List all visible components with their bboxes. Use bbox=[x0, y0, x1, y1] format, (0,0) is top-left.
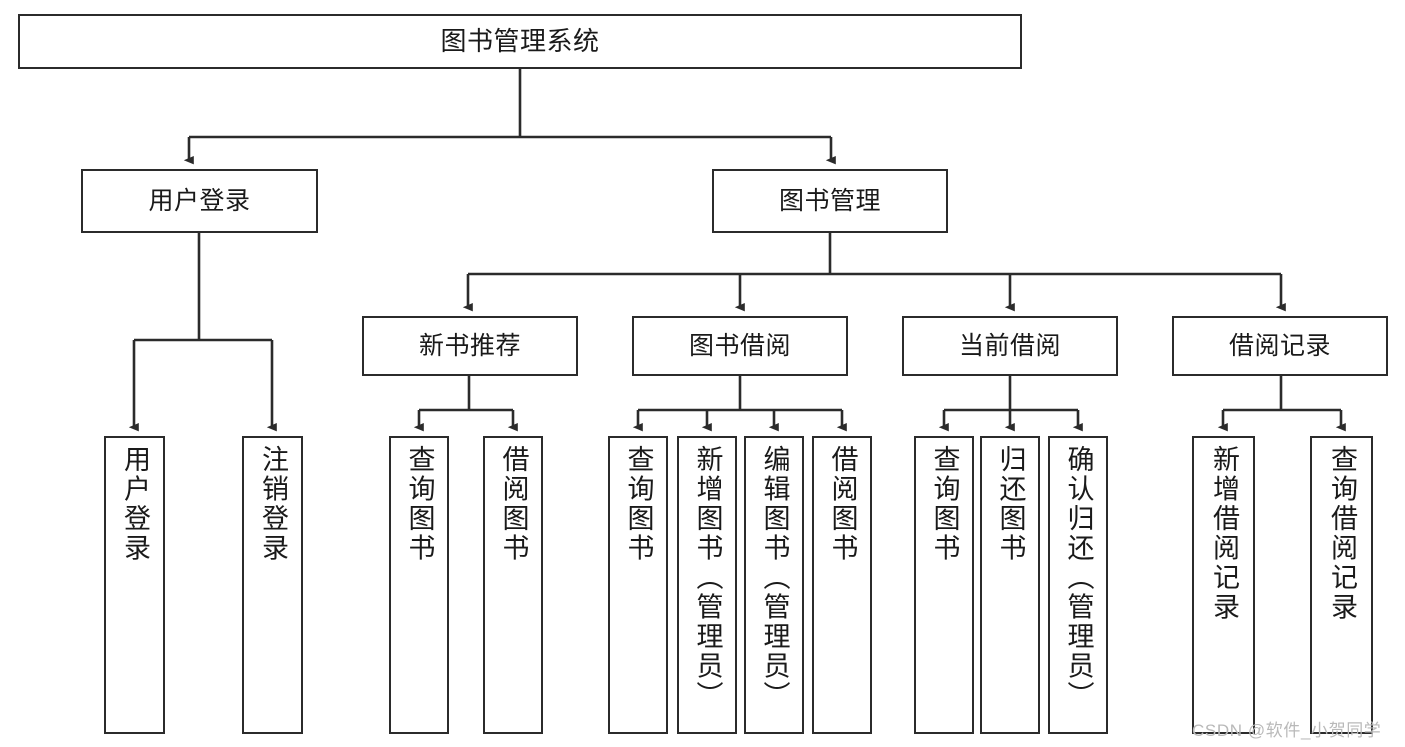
node-label: 查询图书 bbox=[623, 445, 654, 563]
node-label: 查询图书 bbox=[929, 445, 960, 563]
node-label: 图书管理 bbox=[778, 186, 881, 215]
node-label: 借阅图书 bbox=[498, 445, 529, 563]
connector-group-new-book-recommend bbox=[413, 376, 518, 432]
node-current-borrow[interactable]: 当前借阅 bbox=[902, 316, 1118, 376]
node-root-book-management-system[interactable]: 图书管理系统 bbox=[18, 14, 1022, 69]
node-leaf-borrow-book-2[interactable]: 借阅图书 bbox=[812, 436, 872, 734]
node-book-manage[interactable]: 图书管理 bbox=[712, 169, 948, 233]
node-leaf-add-borrow-record[interactable]: 新增借阅记录 bbox=[1192, 436, 1255, 734]
connector-group-user-login bbox=[128, 233, 277, 432]
node-label: 图书管理系统 bbox=[440, 25, 600, 56]
node-leaf-confirm-return-admin[interactable]: 确认归还（管理员） bbox=[1048, 436, 1108, 734]
node-leaf-query-book-3[interactable]: 查询图书 bbox=[914, 436, 974, 734]
node-label: 新增借阅记录 bbox=[1209, 445, 1239, 622]
node-leaf-edit-book-admin[interactable]: 编辑图书（管理员） bbox=[744, 436, 804, 734]
node-label: 注销登录 bbox=[258, 445, 288, 563]
node-label: 图书借阅 bbox=[688, 331, 791, 360]
node-book-borrow[interactable]: 图书借阅 bbox=[632, 316, 848, 376]
node-user-login[interactable]: 用户登录 bbox=[81, 169, 318, 233]
node-leaf-return-book[interactable]: 归还图书 bbox=[980, 436, 1040, 734]
node-label: 编辑图书（管理员） bbox=[759, 445, 790, 711]
node-leaf-add-book-admin[interactable]: 新增图书（管理员） bbox=[677, 436, 737, 734]
node-borrow-record[interactable]: 借阅记录 bbox=[1172, 316, 1388, 376]
node-label: 用户登录 bbox=[148, 186, 251, 215]
connector-group-book-borrow bbox=[632, 376, 847, 432]
node-label: 借阅记录 bbox=[1228, 331, 1331, 360]
node-new-book-recommend[interactable]: 新书推荐 bbox=[362, 316, 578, 376]
node-leaf-query-borrow-record[interactable]: 查询借阅记录 bbox=[1310, 436, 1373, 734]
node-label: 新书推荐 bbox=[418, 331, 521, 360]
node-leaf-logout-login[interactable]: 注销登录 bbox=[242, 436, 303, 734]
node-leaf-user-login[interactable]: 用户登录 bbox=[104, 436, 165, 734]
connector-group-borrow-record bbox=[1217, 376, 1346, 432]
node-label: 借阅图书 bbox=[827, 445, 858, 563]
node-label: 当前借阅 bbox=[958, 331, 1061, 360]
node-label: 归还图书 bbox=[995, 445, 1026, 563]
connector-group-book-manage bbox=[462, 233, 1286, 312]
node-leaf-query-book-1[interactable]: 查询图书 bbox=[389, 436, 449, 734]
node-label: 查询图书 bbox=[404, 445, 435, 563]
node-label: 查询借阅记录 bbox=[1327, 445, 1357, 622]
node-label: 新增图书（管理员） bbox=[692, 445, 723, 711]
node-label: 确认归还（管理员） bbox=[1063, 445, 1094, 711]
node-leaf-query-book-2[interactable]: 查询图书 bbox=[608, 436, 668, 734]
node-leaf-borrow-book-1[interactable]: 借阅图书 bbox=[483, 436, 543, 734]
connector-group-current-borrow bbox=[938, 376, 1083, 432]
connector-group-root bbox=[183, 69, 836, 165]
node-label: 用户登录 bbox=[120, 445, 150, 563]
